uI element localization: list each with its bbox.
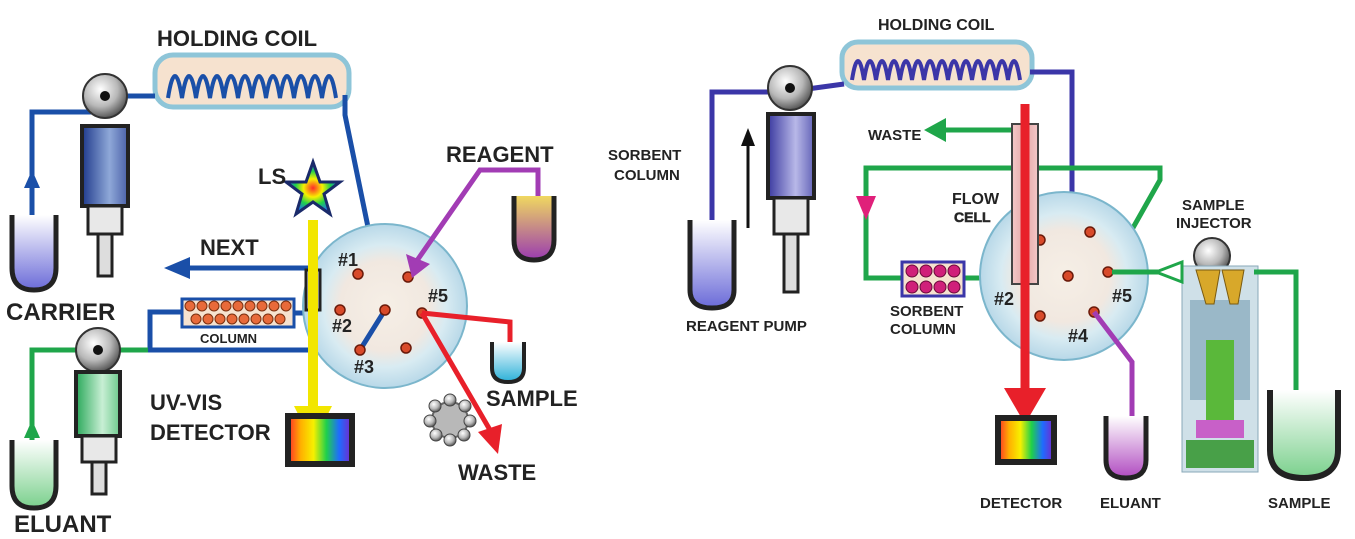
- eluant-label-right: ELUANT: [1100, 495, 1161, 512]
- ls-label: LS: [258, 164, 286, 189]
- holding-coil-left: [152, 52, 352, 110]
- port-1-left: #1: [338, 250, 358, 270]
- carrier-label: CARRIER: [6, 299, 115, 326]
- carrier-arrow: [24, 170, 40, 188]
- holding-coil-right: [839, 39, 1035, 91]
- eluant-pump: [74, 327, 122, 496]
- port-2-left: #2: [332, 316, 352, 336]
- loop-down-arrow: [856, 196, 876, 220]
- waste-arrow: [478, 424, 502, 454]
- sample-vial-right: [1267, 390, 1341, 482]
- eluant-arrow: [24, 420, 40, 438]
- eluant-line-right: [1092, 310, 1135, 440]
- sample-injector-label-2: INJECTOR: [1176, 215, 1252, 232]
- carrier-vial: [9, 215, 59, 293]
- flow-cell-label-2: CELL: [954, 209, 991, 225]
- waste-right-label: WASTE: [868, 127, 921, 144]
- holding-coil-left-label: HOLDING COIL: [157, 26, 317, 51]
- sample-label-left: SAMPLE: [486, 386, 578, 411]
- waste-arrow-right: [924, 118, 946, 142]
- left-diagram: HOLDING COIL: [6, 26, 578, 538]
- next-arrow: [164, 257, 190, 279]
- sorbent-column-label-2: COLUMN: [890, 321, 956, 338]
- column-loop-line: [147, 309, 360, 353]
- sorbent-column-label-1: SORBENT: [890, 303, 963, 320]
- sample-injector: [1181, 237, 1259, 473]
- selection-valve-right: [979, 191, 1149, 361]
- port-5-left: #5: [428, 286, 448, 306]
- port-5-right: #5: [1112, 286, 1132, 306]
- injector-arrow: [1151, 259, 1184, 285]
- column-left: [180, 297, 310, 329]
- port-3-left: #3: [354, 357, 374, 377]
- sample-injector-label-1: SAMPLE: [1182, 197, 1245, 214]
- port-4-right: #4: [1068, 326, 1088, 346]
- reagent-pump-line: [709, 89, 790, 258]
- right-diagram: HOLDING COIL SORBENT COLUMN REAGENT PUMP…: [608, 17, 1341, 512]
- uv-vis-detector: [285, 413, 355, 467]
- uvvis-label-2: DETECTOR: [150, 420, 271, 445]
- port-2-right: #2: [994, 289, 1014, 309]
- holding-coil-right-label: HOLDING COIL: [878, 17, 995, 34]
- eluant-vial-right: [1103, 416, 1149, 481]
- sorbent-column-top-label-1: SORBENT: [608, 147, 681, 164]
- eluant-label-left: ELUANT: [14, 511, 112, 538]
- reagent-vial: [511, 196, 557, 263]
- carrier-line: [29, 109, 92, 262]
- column-left-label: COLUMN: [200, 331, 257, 346]
- detector-label: DETECTOR: [980, 495, 1062, 512]
- reagent-pump: [766, 65, 816, 294]
- waste-ring-icon: [423, 393, 477, 447]
- detector-right: [995, 415, 1057, 465]
- next-label: NEXT: [200, 235, 259, 260]
- waste-line: [419, 311, 493, 432]
- uvvis-label-1: UV-VIS: [150, 390, 222, 415]
- reagent-arrow: [406, 254, 430, 278]
- red-beam-arrow: [1004, 388, 1046, 424]
- pump-up-arrowhead: [741, 128, 755, 146]
- sample-vial-left: [490, 342, 526, 385]
- sample-line-right: [1254, 269, 1299, 440]
- sorbent-column-right: [900, 260, 966, 298]
- sample-label-right: SAMPLE: [1268, 495, 1331, 512]
- reagent-vial-right: [687, 220, 737, 311]
- sorbent-column-top-label-2: COLUMN: [614, 167, 680, 184]
- waste-label-left: WASTE: [458, 460, 536, 485]
- selection-valve-left: [302, 223, 468, 389]
- reagent-pump-label: REAGENT PUMP: [686, 318, 807, 335]
- carrier-pump: [80, 73, 130, 278]
- reagent-line: [413, 167, 541, 264]
- eluant-vial-left: [9, 440, 59, 511]
- light-source-star-icon: [281, 157, 345, 218]
- reagent-label: REAGENT: [446, 142, 554, 167]
- flow-cell-label-1: FLOW: [952, 191, 1000, 208]
